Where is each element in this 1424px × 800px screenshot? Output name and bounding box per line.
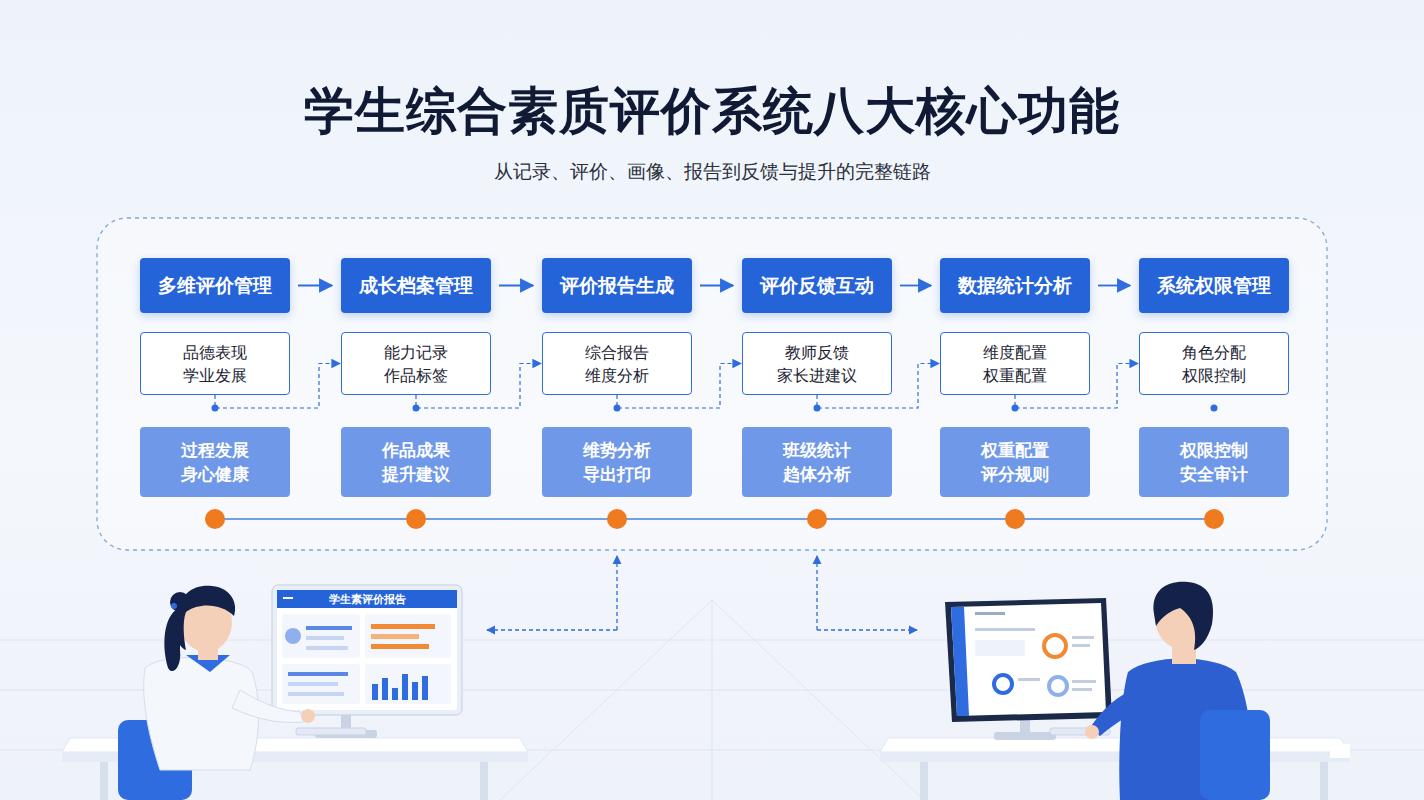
node-text: 安全审计 — [1180, 462, 1248, 486]
node-text: 评分规则 — [981, 462, 1049, 486]
woman-figure — [118, 586, 315, 800]
node-text: 综合报告 — [585, 341, 649, 364]
function-header: 评价报告生成 — [542, 258, 692, 313]
node-text: 提升建议 — [382, 462, 450, 486]
right-desk — [880, 738, 1350, 800]
detail-box: 权限控制安全审计 — [1139, 427, 1289, 497]
flow-arrow — [298, 285, 332, 287]
node-text: 品德表现 — [183, 341, 247, 364]
feature-box: 品德表现学业发展 — [140, 332, 290, 395]
page-caption: 从记录、评价、画像、报告到反馈与提升的完整链路 — [0, 159, 1424, 185]
node-text: 权限控制 — [1180, 438, 1248, 462]
flow-arrow — [499, 285, 533, 287]
feature-box: 综合报告维度分析 — [542, 332, 692, 395]
node-text: 角色分配 — [1182, 341, 1246, 364]
node-text: 学业发展 — [183, 364, 247, 387]
node-text: 作品成果 — [382, 438, 450, 462]
node-text: 多维评价管理 — [158, 273, 272, 299]
node-text: 维度配置 — [983, 341, 1047, 364]
node-text: 班级统计 — [783, 438, 851, 462]
flow-arrow — [900, 285, 931, 287]
timeline — [215, 518, 1214, 520]
detail-box: 过程发展身心健康 — [140, 427, 290, 497]
detail-box: 作品成果提升建议 — [341, 427, 491, 497]
man-figure — [1085, 582, 1350, 800]
screen-title: 学生素评价报告 — [329, 592, 406, 607]
node-text: 权重配置 — [981, 438, 1049, 462]
feature-box: 教师反馈家长进建议 — [742, 332, 892, 395]
function-header: 多维评价管理 — [140, 258, 290, 313]
node-text: 评价反馈互动 — [760, 273, 874, 299]
node-text: 权限控制 — [1182, 364, 1246, 387]
node-text: 维度分析 — [585, 364, 649, 387]
node-text: 作品标签 — [384, 364, 448, 387]
dashed-container — [97, 218, 1327, 550]
node-text: 教师反馈 — [785, 341, 849, 364]
node-text: 成长档案管理 — [359, 273, 473, 299]
function-header: 成长档案管理 — [341, 258, 491, 313]
function-header: 数据统计分析 — [940, 258, 1090, 313]
node-text: 家长进建议 — [777, 364, 857, 387]
node-text: 系统权限管理 — [1157, 273, 1271, 299]
flow-arrow — [700, 285, 733, 287]
node-text: 趋体分析 — [783, 462, 851, 486]
feature-box: 能力记录作品标签 — [341, 332, 491, 395]
detail-box: 权重配置评分规则 — [940, 427, 1090, 497]
node-text: 能力记录 — [384, 341, 448, 364]
node-text: 权重配置 — [983, 364, 1047, 387]
detail-box: 班级统计趋体分析 — [742, 427, 892, 497]
timeline-dots — [205, 509, 1224, 529]
feature-box: 维度配置权重配置 — [940, 332, 1090, 395]
link-arrows — [487, 556, 917, 630]
page-title: 学生综合素质评价系统八大核心功能 — [0, 78, 1424, 145]
flow-arrow — [1098, 285, 1130, 287]
node-text: 维势分析 — [583, 438, 651, 462]
node-text: 数据统计分析 — [958, 273, 1072, 299]
node-text: 导出打印 — [583, 462, 651, 486]
detail-box: 维势分析导出打印 — [542, 427, 692, 497]
function-header: 评价反馈互动 — [742, 258, 892, 313]
node-text: 身心健康 — [181, 462, 249, 486]
feature-box: 角色分配权限控制 — [1139, 332, 1289, 395]
node-text: 评价报告生成 — [560, 273, 674, 299]
right-monitor — [945, 598, 1112, 740]
function-header: 系统权限管理 — [1139, 258, 1289, 313]
node-text: 过程发展 — [181, 438, 249, 462]
